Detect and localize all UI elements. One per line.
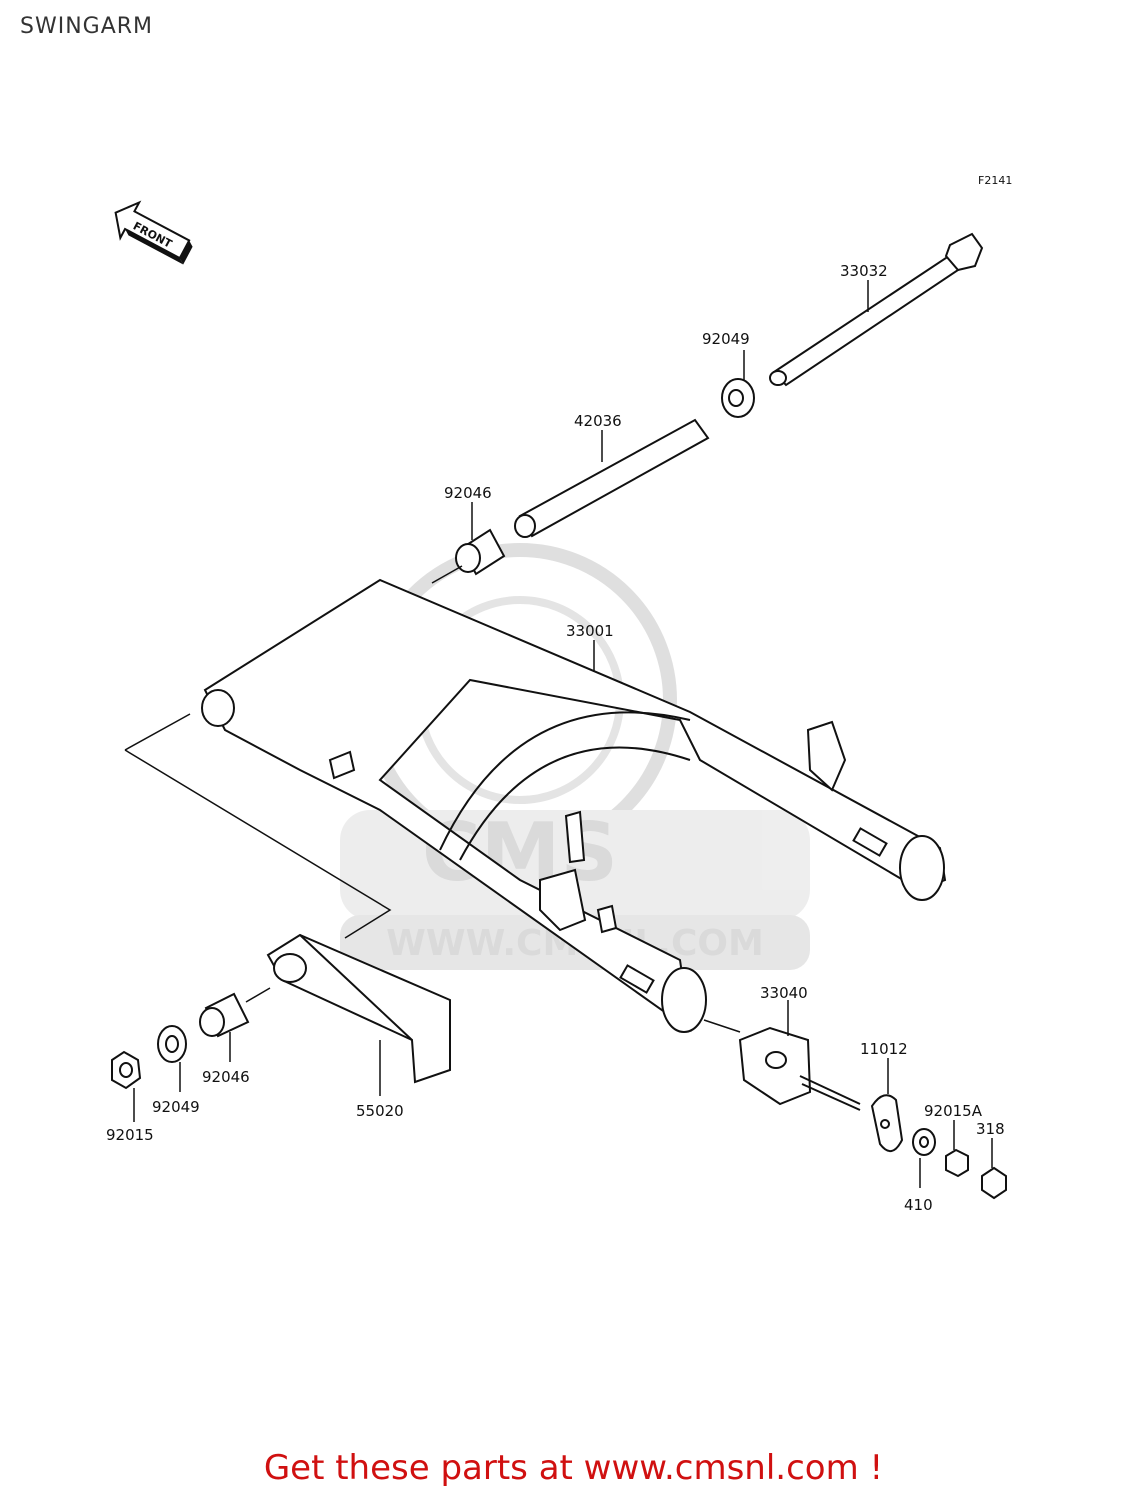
label-55020: 55020	[356, 1102, 404, 1120]
label-92046-top: 92046	[444, 484, 492, 502]
label-318: 318	[976, 1120, 1005, 1138]
swingarm-diagram: CMS WWW.CMSNL.COM F2141 FRONT	[106, 174, 1012, 1214]
part-33001-swingarm	[201, 578, 947, 1033]
label-11012: 11012	[860, 1040, 908, 1058]
label-92015: 92015	[106, 1126, 154, 1144]
label-410: 410	[904, 1196, 933, 1214]
part-92046-top-bearing	[455, 528, 506, 576]
part-33040-chain-adjuster	[738, 1026, 861, 1111]
part-92015A-nut	[945, 1148, 969, 1178]
label-33032: 33032	[840, 262, 888, 280]
part-92046-bottom-bearing	[199, 992, 250, 1038]
part-410-washer	[912, 1128, 936, 1156]
part-92049-top-collar	[721, 378, 755, 418]
page-title: SWINGARM	[20, 14, 154, 39]
front-arrow-icon: FRONT	[114, 200, 193, 265]
part-42036-sleeve	[514, 418, 710, 538]
part-55020-chain-guide	[266, 933, 451, 1084]
label-92015A: 92015A	[924, 1102, 983, 1120]
part-318-nut	[981, 1166, 1007, 1200]
part-92049-bottom-collar	[157, 1025, 187, 1063]
get-parts-link[interactable]: Get these parts at www.cmsnl.com !	[263, 1448, 884, 1488]
label-92049-top: 92049	[702, 330, 750, 348]
label-42036: 42036	[574, 412, 622, 430]
label-92049-bottom: 92049	[152, 1098, 200, 1116]
label-33040: 33040	[760, 984, 808, 1002]
figure-code: F2141	[978, 174, 1012, 187]
footer-link-row: Get these parts at www.cmsnl.com !	[0, 1448, 1147, 1488]
label-33001: 33001	[566, 622, 614, 640]
label-92046-bottom: 92046	[202, 1068, 250, 1086]
part-92015-nut	[111, 1050, 142, 1090]
part-11012-plate	[870, 1094, 904, 1152]
part-33032-pivot-shaft	[769, 232, 984, 387]
